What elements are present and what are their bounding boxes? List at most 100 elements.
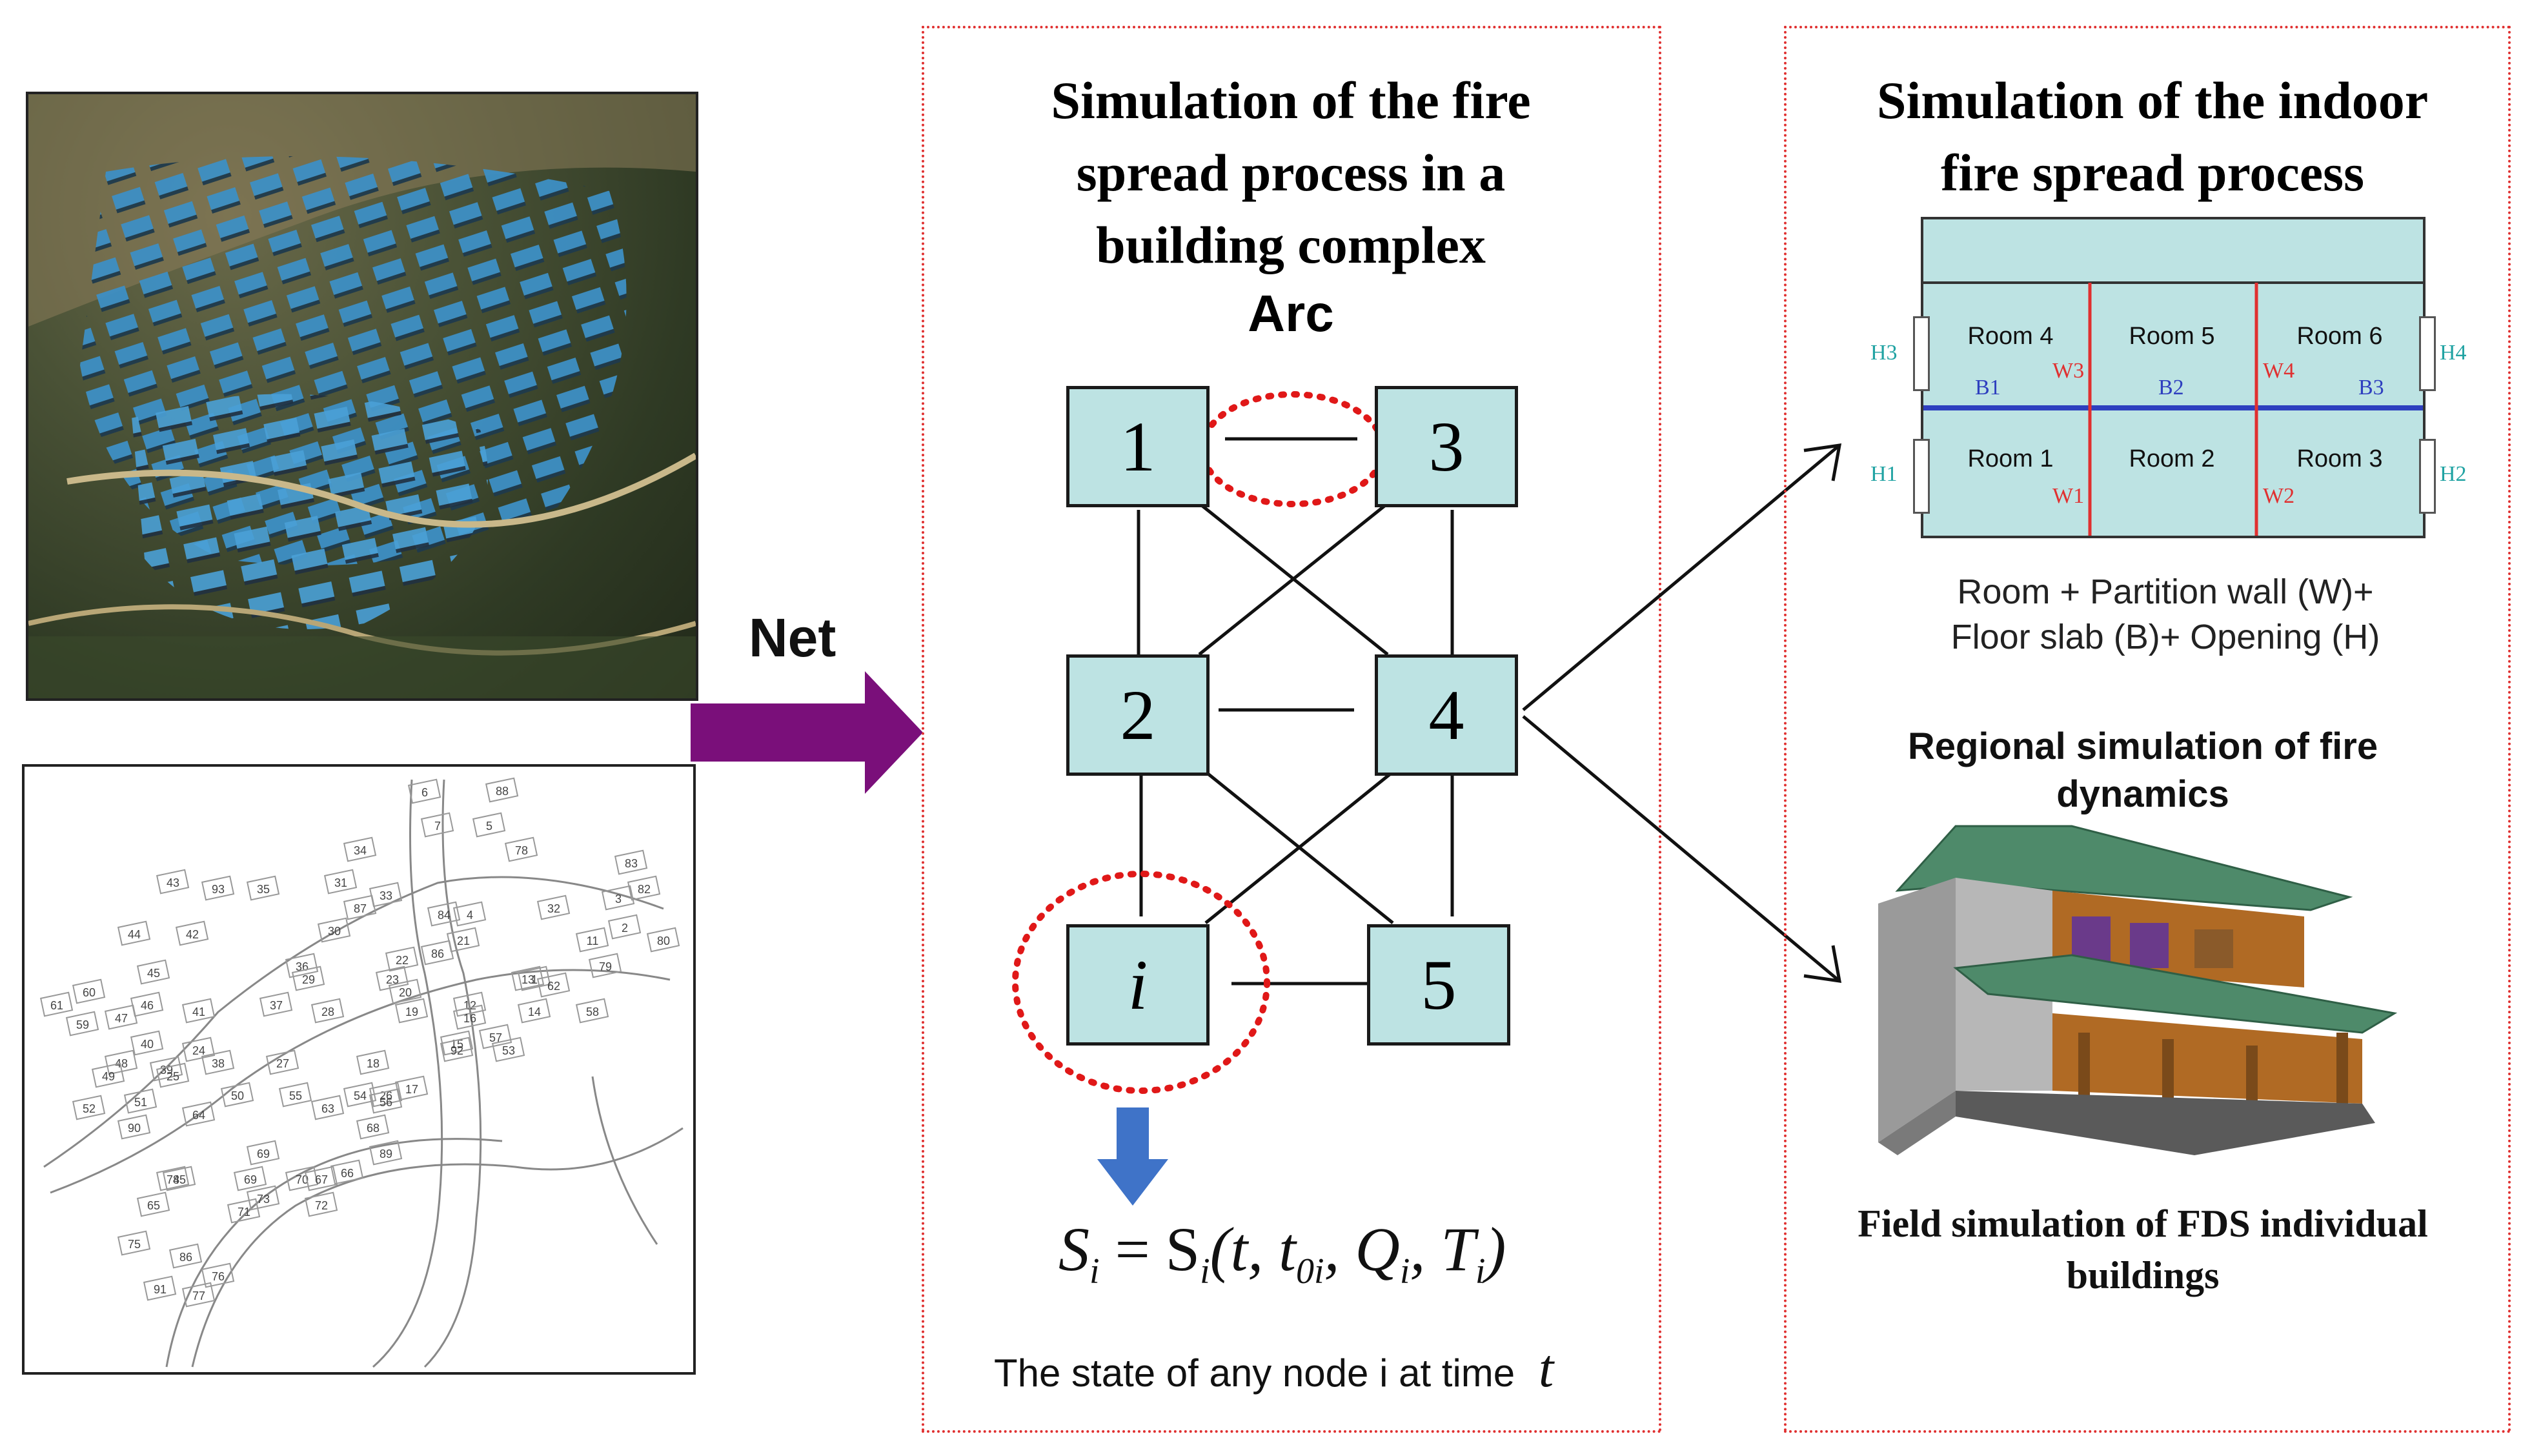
map-lot-outline — [201, 875, 235, 901]
map-lot-outline — [104, 1049, 138, 1075]
map-lot-number: 1 — [531, 973, 538, 986]
state-caption: The state of any node i at time t — [994, 1337, 1554, 1400]
map-lot-number: 44 — [128, 928, 141, 941]
map-lot-number: 2 — [622, 922, 628, 935]
map-lot-outline — [511, 966, 545, 991]
formula-t-sub: i — [1475, 1251, 1486, 1292]
map-lot-outline — [123, 1088, 157, 1114]
slab-b3: B3 — [2358, 376, 2384, 399]
map-lot-number: 34 — [354, 844, 367, 857]
map-lot-outline — [168, 1243, 203, 1269]
map-lot-number: 30 — [328, 925, 341, 938]
map-lot-number: 63 — [321, 1102, 334, 1115]
map-lot-number: 27 — [276, 1057, 289, 1070]
map-lot-number: 68 — [367, 1122, 380, 1135]
map-lot: 60 — [72, 978, 106, 1004]
map-lot-outline — [388, 978, 422, 1004]
map-lot-number: 59 — [76, 1018, 89, 1031]
map-lot-number: 19 — [405, 1006, 418, 1018]
map-lot: 86 — [168, 1243, 203, 1269]
formula-close: ) — [1485, 1215, 1506, 1284]
map-lot-number: 33 — [380, 889, 392, 902]
node-2: 2 — [1066, 654, 1210, 776]
map-lot: 84 — [427, 901, 461, 927]
map-lot-number: 5 — [486, 820, 492, 833]
map-lot-number: 77 — [192, 1289, 205, 1302]
map-lot: 6 — [407, 778, 441, 804]
map-lot: 57 — [478, 1024, 512, 1049]
regional-title: Regional simulation of fire dynamics — [1907, 725, 2378, 815]
map-lot: 18 — [356, 1049, 390, 1075]
formula-args: (t, t — [1210, 1215, 1296, 1284]
map-lot: 59 — [65, 1011, 99, 1036]
map-lot: 82 — [627, 875, 661, 901]
slab-b1: B1 — [1975, 376, 2001, 399]
map-lot-number: 88 — [496, 785, 509, 798]
map-lot: 78 — [504, 836, 538, 862]
opening-h1: H1 — [1870, 462, 1898, 486]
map-lot-number: 4 — [467, 909, 473, 922]
map-lot-number: 69 — [244, 1173, 257, 1186]
opening-h2-marker — [2419, 439, 2436, 514]
map-lot-number: 25 — [167, 1070, 179, 1083]
map-lot-outline — [175, 920, 209, 946]
map-lot-outline — [304, 1166, 338, 1191]
map-lot-number: 48 — [115, 1057, 128, 1070]
node-3: 3 — [1375, 386, 1518, 507]
formula-lhs-sub: i — [1089, 1251, 1100, 1292]
map-lot-number: 83 — [625, 857, 638, 870]
map-lot: 76 — [201, 1262, 235, 1288]
map-lot-outline — [117, 920, 151, 946]
aerial-photo-graphic — [28, 94, 696, 698]
map-lot-outline — [117, 1230, 151, 1256]
room-4: Room 4 — [1967, 323, 2054, 350]
map-lot: 11 — [575, 927, 609, 953]
map-lot-number: 60 — [83, 986, 96, 999]
map-lot-number: 89 — [380, 1148, 392, 1160]
node-1: 1 — [1066, 386, 1210, 507]
map-lot: 32 — [536, 895, 571, 920]
map-lot-number: 90 — [128, 1122, 141, 1135]
node-i-highlight — [1012, 871, 1270, 1094]
node-5: 5 — [1367, 924, 1510, 1046]
map-lot-number: 86 — [179, 1251, 192, 1264]
map-lot-outline — [369, 1140, 403, 1166]
map-lot-number: 29 — [302, 973, 315, 986]
map-lot: 66 — [330, 1159, 364, 1185]
map-lot: 90 — [117, 1114, 151, 1140]
map-lot-outline — [446, 927, 480, 953]
map-lot: 35 — [246, 875, 280, 901]
state-formula: Si = Si(t, t0i, Qi, Ti) — [1058, 1213, 1575, 1292]
map-lot: 5 — [472, 812, 506, 838]
map-lot: 3 — [601, 885, 635, 911]
map-lot: 21 — [446, 927, 480, 953]
map-lot-number: 6 — [421, 786, 428, 799]
right-title: Simulation of the indoor fire spread pro… — [1876, 71, 2429, 202]
map-lot-number: 45 — [147, 967, 160, 980]
map-lot-number: 78 — [515, 844, 528, 857]
map-lot-number: 7 — [434, 820, 441, 833]
map-lot-outline — [575, 998, 609, 1024]
down-arrow-icon — [1097, 1107, 1168, 1206]
map-lot-number: 57 — [489, 1031, 502, 1044]
map-lot: 44 — [117, 920, 151, 946]
map-lot: 72 — [304, 1191, 338, 1217]
map-lot-outline — [517, 966, 551, 991]
map-lot: 28 — [310, 998, 345, 1024]
node-i: i — [1066, 924, 1210, 1046]
legend-line-1: Room + Partition wall (W)+ — [1957, 572, 2374, 611]
map-lot: 89 — [369, 1140, 403, 1166]
map-lot-outline — [291, 966, 325, 991]
map-lot-number: 92 — [451, 1044, 463, 1057]
map-lot-number: 80 — [657, 935, 670, 947]
map-lot-number: 58 — [586, 1006, 599, 1018]
map-lot-number: 22 — [396, 954, 409, 967]
map-lot: 34 — [343, 836, 377, 862]
map-lot: 53 — [491, 1036, 525, 1062]
map-lot-number: 16 — [463, 1012, 476, 1025]
map-lot: 80 — [646, 927, 680, 953]
map-lot-outline — [285, 953, 319, 978]
network-edges — [1012, 391, 1454, 1094]
map-lot: 40 — [130, 1030, 164, 1056]
